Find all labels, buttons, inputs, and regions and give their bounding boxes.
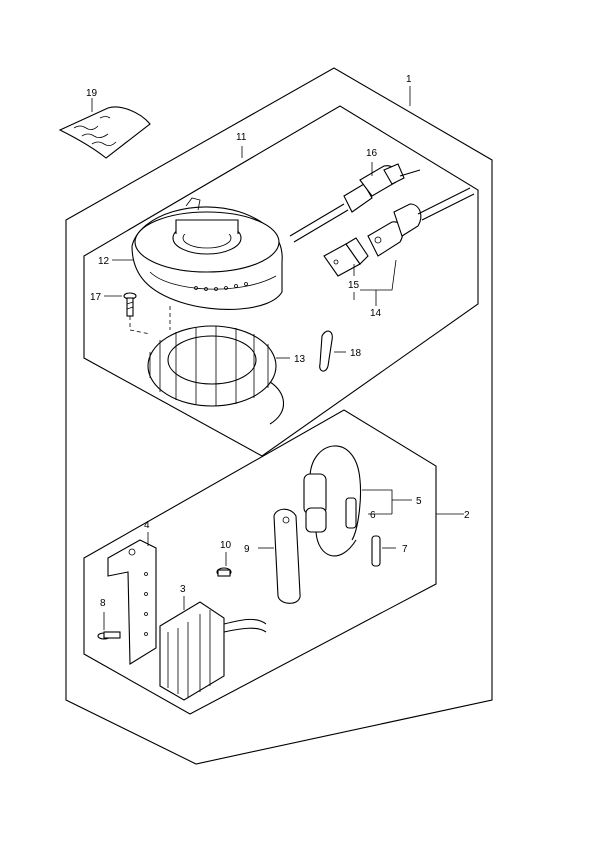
kit-outline-1 — [65, 67, 493, 765]
callout-9: 9 — [244, 544, 250, 555]
clip-part-18 — [319, 330, 333, 372]
callout-15: 15 — [348, 280, 360, 291]
callout-8: 8 — [100, 598, 106, 609]
regulator-part-3 — [159, 601, 267, 701]
callout-4: 4 — [144, 520, 150, 531]
screw-part-10 — [216, 567, 232, 577]
screw-part-8 — [97, 631, 121, 640]
stator-coil-part — [147, 325, 285, 425]
kit-outline-2 — [83, 409, 437, 715]
callout-11: 11 — [236, 132, 247, 143]
link-part-7 — [371, 535, 381, 567]
flywheel-rotor-part — [131, 197, 283, 310]
screw-part-17 — [123, 292, 137, 317]
callout-14: 14 — [370, 308, 382, 319]
callout-18: 18 — [350, 348, 362, 359]
callout-5: 5 — [416, 496, 422, 507]
callout-2: 2 — [464, 510, 470, 521]
leader-lines — [91, 86, 464, 630]
decal-sheet-part — [58, 106, 151, 159]
callout-10: 10 — [220, 540, 232, 551]
bracket-part-4 — [107, 539, 157, 665]
callout-12: 12 — [98, 256, 110, 267]
fuse-part-6 — [345, 497, 357, 529]
callout-1: 1 — [406, 74, 412, 85]
callout-6: 6 — [370, 510, 376, 521]
fuse-holder-part-5 — [303, 445, 362, 557]
kit-outline-11 — [83, 105, 479, 457]
callout-3: 3 — [180, 584, 186, 595]
callout-17: 17 — [90, 292, 102, 303]
callout-7: 7 — [402, 544, 408, 555]
callout-19: 19 — [86, 88, 98, 99]
callout-13: 13 — [294, 354, 306, 365]
callout-16: 16 — [366, 148, 378, 159]
connector-part-15 — [323, 237, 369, 277]
cap-connector-part-16 — [289, 163, 421, 243]
connector-part-14 — [367, 187, 475, 257]
strap-part-9 — [273, 508, 301, 604]
